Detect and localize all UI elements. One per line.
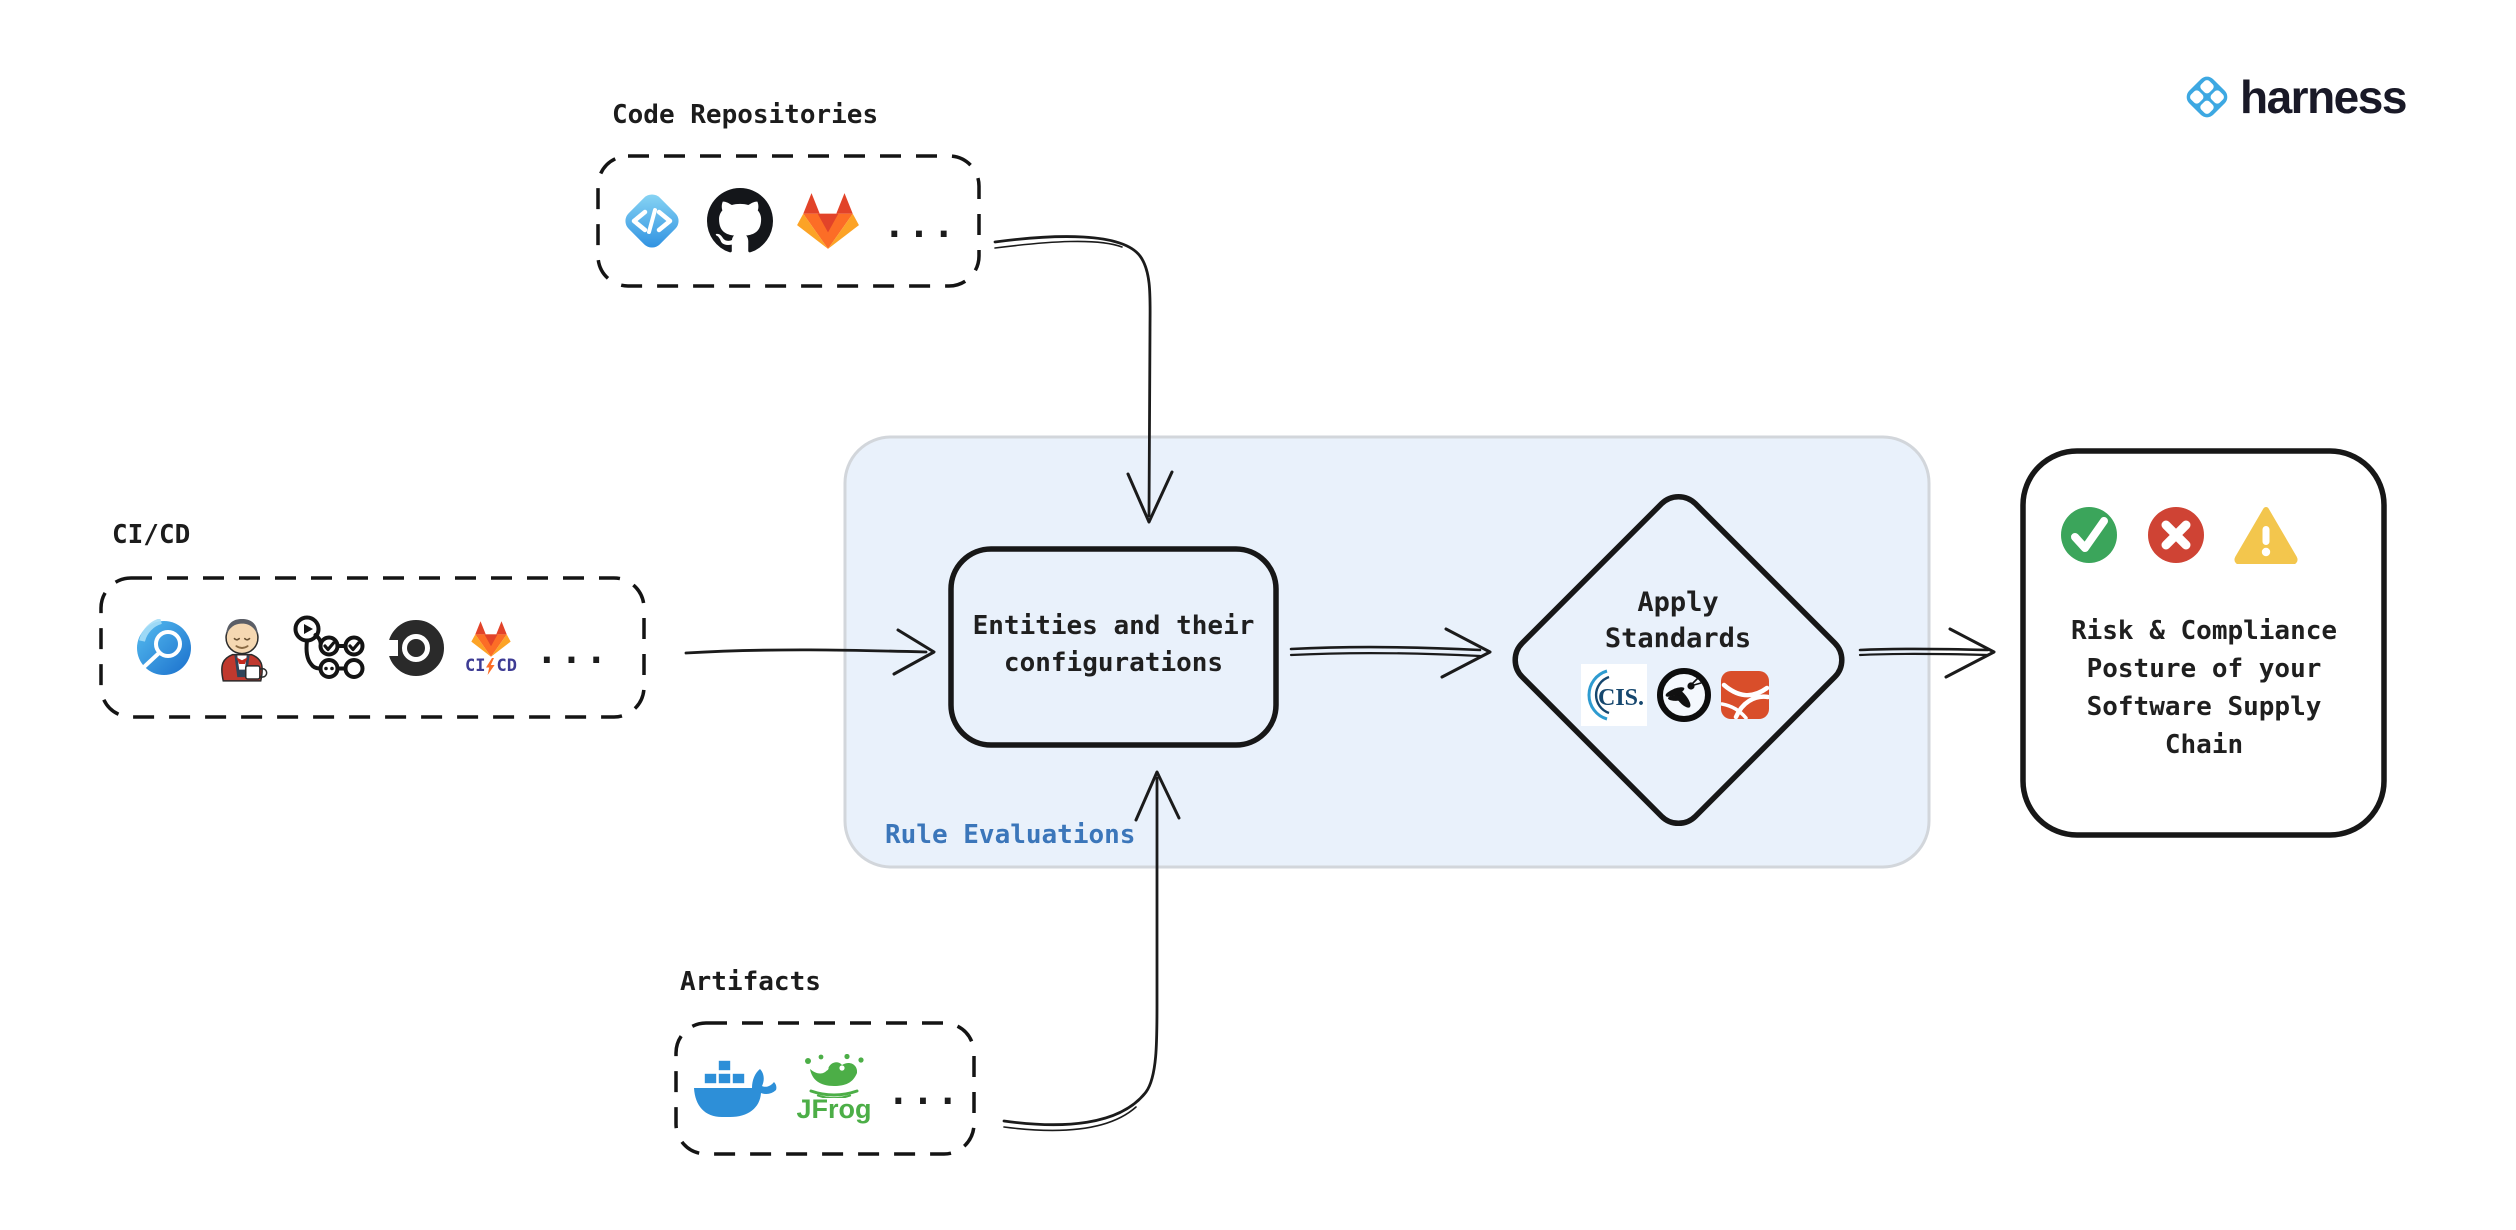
arrowhead — [1134, 770, 1181, 822]
outcome-status-icons — [2060, 506, 2298, 564]
ci-text: CI — [465, 656, 486, 676]
harness-code-icon — [619, 188, 685, 254]
github-actions-icon — [291, 615, 367, 681]
arrowhead — [892, 628, 936, 676]
arrow-sketch-stroke — [1289, 652, 1482, 658]
cis-wordmark: CIS. — [1598, 685, 1644, 711]
code-repositories-label: Code Repositories — [612, 100, 879, 130]
lightning-bolt-icon — [486, 658, 496, 675]
arrow-sketch-stroke — [1003, 1106, 1137, 1132]
apply-line-1: Apply — [1637, 587, 1719, 618]
docker-icon — [688, 1056, 780, 1122]
apply-line-2: Standards — [1604, 623, 1752, 654]
outcome-line-2: Posture of your — [2086, 654, 2322, 684]
failure-cross-icon — [2147, 506, 2205, 564]
jfrog-wordmark: JFrog — [796, 1094, 872, 1124]
cicd-box — [99, 576, 646, 719]
arrow-sketch-stroke — [994, 240, 1123, 249]
success-check-icon — [2060, 506, 2118, 564]
outcome-line-1: Risk & Compliance — [2070, 616, 2338, 646]
entities-line-2: configurations — [1003, 648, 1224, 678]
arrow-artifacts-to-entities — [1002, 776, 1159, 1127]
entities-line-1: Entities and their — [972, 611, 1255, 641]
cicd-label: CI/CD — [112, 520, 191, 550]
cis-icon: CIS. — [1581, 664, 1647, 726]
more-ellipsis: ... — [887, 1072, 962, 1113]
arrow-standards-to-outcome — [1858, 647, 1990, 652]
jfrog-splash-icon — [804, 1054, 864, 1098]
artifacts-box — [674, 1021, 976, 1156]
rule-evaluations-label: Rule Evaluations — [885, 820, 1136, 850]
outcome-line-4: Chain — [2164, 730, 2244, 760]
code-repositories-box — [596, 154, 981, 288]
warning-triangle-icon — [2234, 506, 2298, 564]
jenkins-icon — [212, 612, 272, 684]
arrow-entities-to-standards — [1289, 645, 1482, 652]
arrow-code-to-entities — [993, 235, 1152, 518]
cd-text: CD — [496, 656, 517, 676]
entities-box-text: Entities and their configurations — [951, 608, 1276, 682]
gitlab-cicd-text: CI CD — [465, 658, 517, 675]
arrows — [684, 235, 1996, 1132]
arrow-cicd-to-entities — [684, 648, 928, 655]
arrowhead — [1126, 470, 1174, 524]
outcome-line-3: Software Supply — [2086, 692, 2322, 722]
jfrog-icon: JFrog — [796, 1054, 871, 1123]
github-icon — [707, 188, 774, 254]
harness-logo-icon — [2186, 76, 2228, 118]
gitlab-icon — [795, 191, 861, 251]
apply-standards-diamond — [1512, 493, 1845, 827]
standards-icons: CIS. — [1581, 664, 1769, 726]
harness-ci-icon — [135, 618, 193, 677]
harness-logo: harness — [2183, 70, 2407, 124]
arrowhead — [1440, 627, 1492, 679]
apply-standards-text: Apply Standards — [1553, 585, 1803, 657]
circleci-icon — [386, 618, 446, 678]
arrow-sketch-stroke — [1858, 652, 1990, 657]
gitlab-cicd-icon: CI CD — [465, 620, 517, 675]
artifacts-icons: JFrog ... — [676, 1023, 974, 1154]
more-ellipsis: ... — [535, 631, 610, 672]
rule-evaluations-container — [843, 435, 1931, 869]
red-swoosh-standard-icon — [1721, 671, 1769, 719]
gitlab-fox-icon — [471, 621, 511, 657]
artifacts-label: Artifacts — [680, 967, 821, 997]
more-ellipsis: ... — [883, 204, 958, 246]
outcome-text: Risk & Compliance Posture of your Softwa… — [2039, 612, 2369, 764]
code-repositories-icons: ... — [598, 156, 979, 286]
cicd-icons: CI CD ... — [101, 578, 644, 717]
arrowhead — [1944, 627, 1996, 679]
owasp-icon — [1656, 667, 1712, 723]
harness-wordmark: harness — [2240, 71, 2407, 123]
entities-box — [948, 546, 1279, 748]
